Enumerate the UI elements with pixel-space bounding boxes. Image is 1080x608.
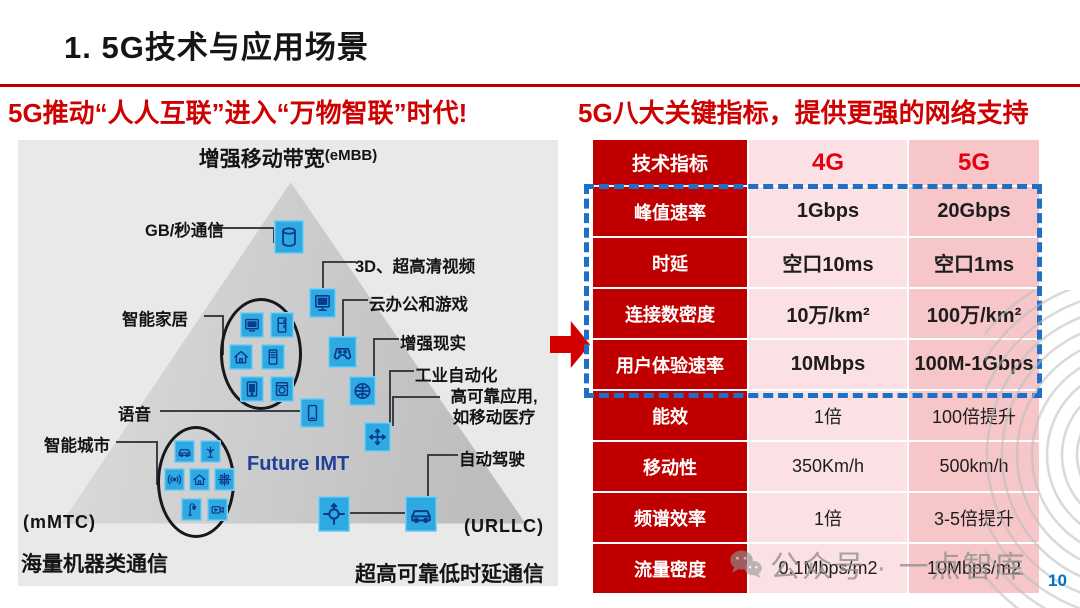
table-cell-4g: 10万/km²	[749, 289, 907, 338]
city-house-icon	[189, 468, 210, 491]
table-cell-5g: 100倍提升	[909, 391, 1039, 440]
callout-augmented-reality: 增强现实	[400, 335, 466, 353]
connector	[389, 370, 414, 423]
table-cell-5g: 20Gbps	[909, 187, 1039, 236]
table-row-label: 频谱效率	[593, 493, 747, 542]
globe-icon	[349, 376, 376, 406]
antenna-signal-icon	[164, 468, 185, 491]
fridge-icon	[270, 312, 294, 338]
database-icon	[274, 220, 304, 254]
table-cell-4g: 0.1Mbps/m2	[749, 544, 907, 593]
washing-machine-icon	[270, 376, 294, 402]
callout-high-reliability-medical: 高可靠应用,如移动医疗	[450, 388, 538, 427]
table-cell-5g: 500km/h	[909, 442, 1039, 491]
page-title: 1. 5G技术与应用场景	[64, 30, 369, 65]
interchange-icon	[214, 468, 235, 491]
title-divider	[0, 84, 1080, 87]
connector	[350, 512, 406, 514]
table-cell-4g: 1倍	[749, 391, 907, 440]
callout-autonomous-driving: 自动驾驶	[459, 451, 525, 469]
connector	[116, 441, 158, 485]
table-row-label: 用户体验速率	[593, 340, 747, 389]
connector	[392, 396, 440, 426]
table-row-label: 流量密度	[593, 544, 747, 593]
table-cell-5g: 10Mbps/m2	[909, 544, 1039, 593]
page-number: 10	[1048, 571, 1067, 590]
table-cell-5g: 100万/km²	[909, 289, 1039, 338]
table-header-label: 技术指标	[593, 140, 747, 185]
table-cell-5g: 100M-1Gbps	[909, 340, 1039, 389]
embb-label: 增强移动带宽(eMBB)	[198, 147, 378, 171]
connector	[322, 261, 356, 289]
phone-icon	[300, 398, 325, 428]
table-header-5g: 5G	[909, 140, 1039, 185]
table-row-label: 时延	[593, 238, 747, 287]
left-section-headline: 5G推动“人人互联”进入“万物智联”时代!	[8, 98, 468, 128]
table-cell-4g: 10Mbps	[749, 340, 907, 389]
table-cell-4g: 空口10ms	[749, 238, 907, 287]
windmill-icon	[200, 440, 221, 463]
car-icon	[405, 496, 437, 532]
urllc-title-label: 超高可靠低时延通信	[355, 563, 544, 586]
table-row-label: 移动性	[593, 442, 747, 491]
connector	[427, 454, 458, 497]
table-cell-5g: 3-5倍提升	[909, 493, 1039, 542]
connector	[373, 338, 399, 377]
kiosk-icon	[261, 344, 285, 370]
callout-smart-home: 智能家居	[122, 311, 188, 329]
callout-voice: 语音	[118, 406, 151, 424]
video-camera-icon	[207, 498, 228, 521]
mmtc-abbr-label: (mMTC)	[23, 512, 96, 532]
callout-smart-city: 智能城市	[44, 437, 110, 455]
callout-gb-per-sec: GB/秒通信	[145, 222, 224, 240]
game-controller-icon	[328, 336, 357, 368]
right-section-headline: 5G八大关键指标，提供更强的网络支持	[578, 98, 1029, 128]
tv-icon	[240, 312, 264, 338]
street-lamp-icon	[181, 498, 202, 521]
tablet-icon	[240, 376, 264, 402]
city-car-icon	[174, 440, 195, 463]
callout-cloud-office-gaming: 云办公和游戏	[369, 296, 468, 314]
callout-industrial-automation: 工业自动化	[415, 367, 498, 385]
urllc-abbr-label: (URLLC)	[464, 516, 544, 536]
smart-home-circle	[220, 298, 302, 410]
automation-crosshair-icon	[364, 422, 391, 452]
table-row-label: 能效	[593, 391, 747, 440]
table-cell-4g: 1Gbps	[749, 187, 907, 236]
future-imt-label: Future IMT	[247, 453, 350, 475]
table-cell-4g: 1倍	[749, 493, 907, 542]
roundabout-icon	[318, 496, 350, 532]
connector	[160, 410, 300, 412]
table-header-4g: 4G	[749, 140, 907, 185]
house-icon	[229, 344, 253, 370]
table-cell-5g: 空口1ms	[909, 238, 1039, 287]
monitor-icon	[309, 288, 336, 318]
callout-3d-uhd-video: 3D、超高清视频	[355, 258, 476, 276]
table-row-label: 连接数密度	[593, 289, 747, 338]
mmtc-title-label: 海量机器类通信	[21, 553, 168, 576]
connector	[342, 299, 368, 337]
table-row-label: 峰值速率	[593, 187, 747, 236]
table-cell-4g: 350Km/h	[749, 442, 907, 491]
5g-scenarios-diagram: 增强移动带宽(eMBB) GB/秒通信 3D、超高清视频 智能家居 云办公和游戏…	[18, 140, 558, 586]
